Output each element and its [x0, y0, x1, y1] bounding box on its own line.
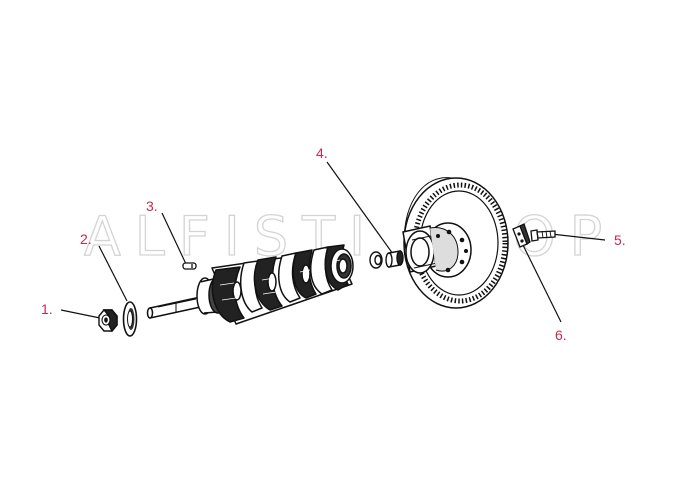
callout-6-label: 6. — [555, 327, 567, 343]
washer-icon — [122, 301, 138, 337]
lock-tab-icon — [512, 223, 531, 248]
leader-line-3 — [161, 212, 187, 265]
callout-5-label: 5. — [614, 232, 626, 248]
leader-line-1 — [60, 309, 101, 319]
leader-line-4 — [326, 161, 394, 255]
callout-2-label: 2. — [80, 231, 92, 247]
leader-line-6 — [519, 238, 562, 323]
bolt-icon — [530, 229, 556, 242]
flywheel-icon — [402, 177, 509, 309]
crankshaft-icon — [146, 244, 354, 325]
callout-1-label: 1. — [41, 301, 53, 317]
bushing-icon — [369, 250, 404, 269]
callout-4-label: 4. — [316, 145, 328, 161]
leader-line-2 — [98, 245, 128, 302]
leader-lines — [60, 161, 606, 323]
hex-nut-icon — [98, 309, 118, 333]
leader-line-5 — [550, 233, 606, 241]
callout-3-label: 3. — [146, 198, 158, 214]
pin-icon — [182, 262, 197, 270]
